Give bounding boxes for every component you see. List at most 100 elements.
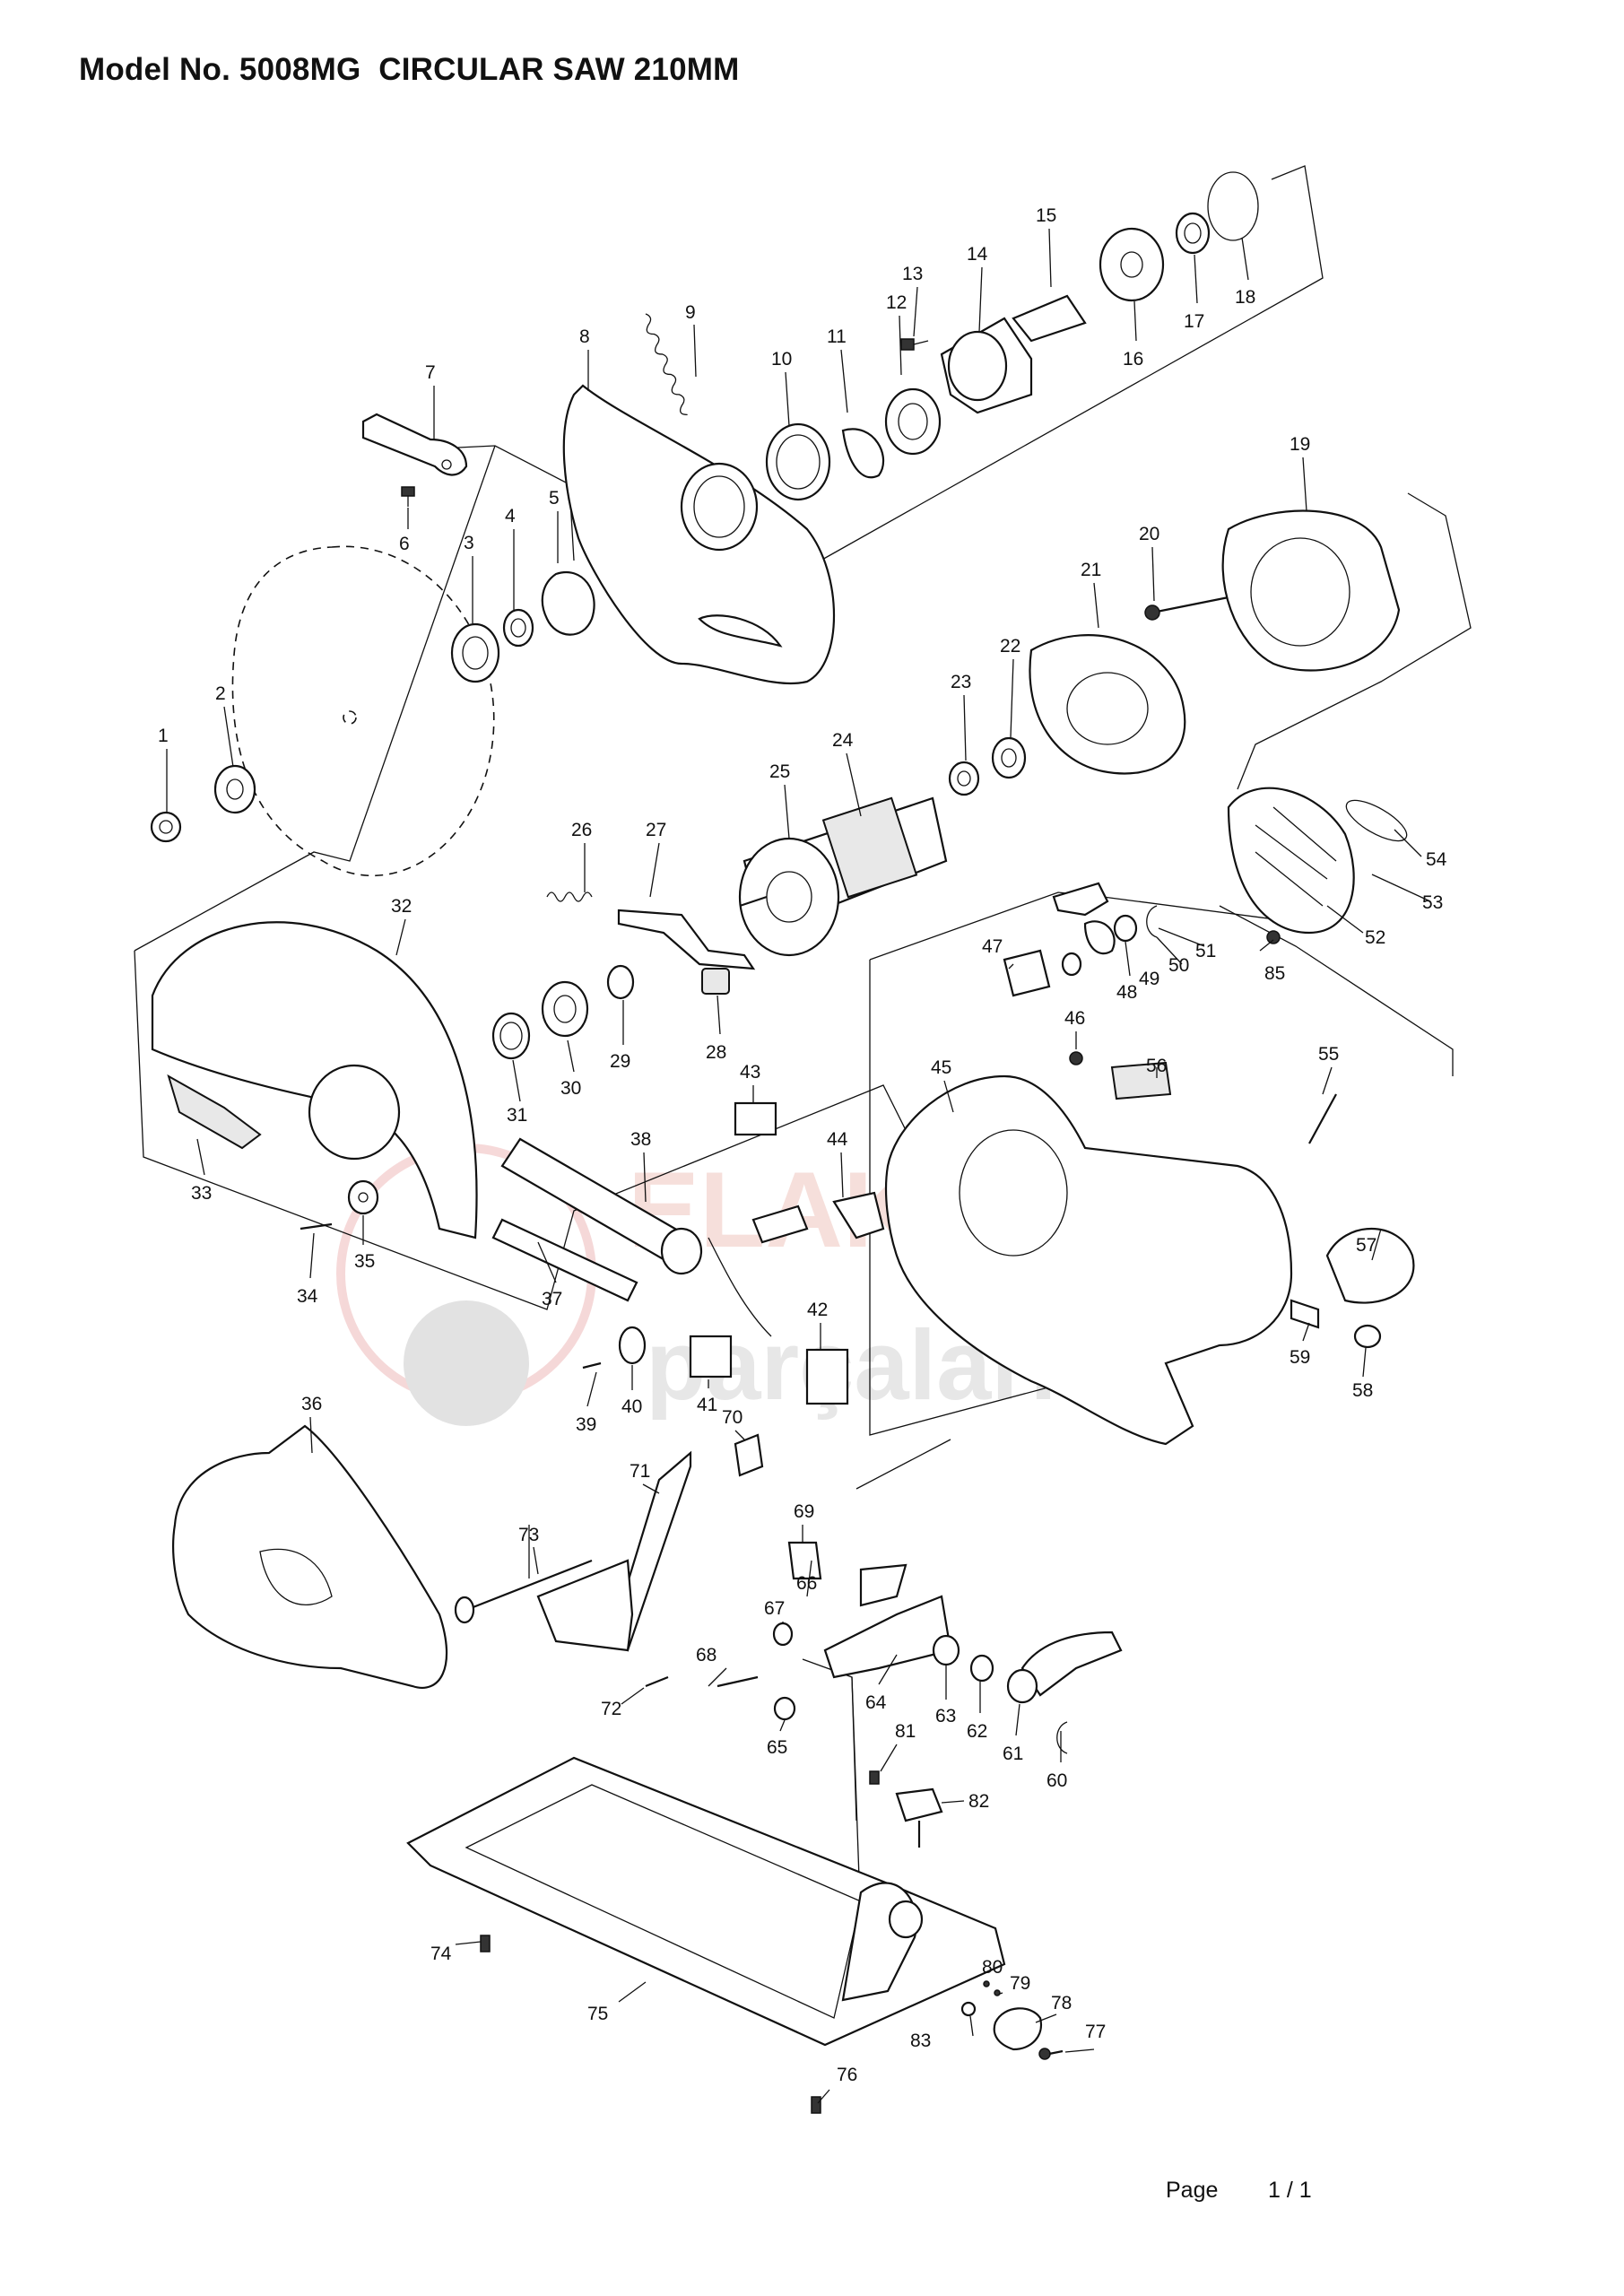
part-label-80: 80: [982, 1957, 1003, 1978]
part-label-23: 23: [951, 672, 971, 692]
part-label-61: 61: [1003, 1744, 1023, 1764]
blade-bolt-and-flange: [150, 764, 256, 843]
part-label-48: 48: [1116, 982, 1137, 1003]
part-label-29: 29: [610, 1051, 630, 1072]
part-label-38: 38: [630, 1129, 651, 1150]
page-number: 1 / 1: [1267, 2178, 1312, 2203]
part-label-69: 69: [794, 1501, 814, 1522]
handle: [172, 1424, 448, 1689]
spindle-bearing-row: [450, 171, 1259, 683]
part-label-58: 58: [1352, 1380, 1373, 1401]
part-label-60: 60: [1046, 1770, 1067, 1791]
part-label-62: 62: [967, 1721, 987, 1742]
depth-lock-parts: [716, 1541, 1123, 1754]
part-label-7: 7: [425, 362, 436, 383]
part-label-82: 82: [968, 1791, 989, 1812]
part-label-35: 35: [354, 1251, 375, 1272]
upper-blade-guard: [562, 384, 835, 685]
part-label-51: 51: [1195, 941, 1216, 961]
part-label-65: 65: [767, 1737, 787, 1758]
part-label-43: 43: [740, 1062, 760, 1083]
part-label-81: 81: [895, 1721, 916, 1742]
part-label-8: 8: [579, 326, 590, 347]
page-label: Page: [1166, 2178, 1219, 2203]
part-label-27: 27: [646, 820, 666, 840]
part-label-25: 25: [769, 761, 790, 782]
part-label-67: 67: [764, 1598, 785, 1619]
saw-blade: [231, 545, 495, 877]
part-label-55: 55: [1318, 1044, 1339, 1065]
part-label-1: 1: [158, 726, 169, 746]
motor-housing-parts: [948, 509, 1401, 796]
part-label-47: 47: [982, 936, 1003, 957]
part-label-37: 37: [542, 1289, 562, 1309]
part-label-28: 28: [706, 1042, 726, 1063]
part-label-11: 11: [827, 326, 847, 347]
part-label-36: 36: [301, 1394, 322, 1414]
part-label-68: 68: [696, 1645, 716, 1665]
armature: [738, 796, 948, 957]
part-label-59: 59: [1290, 1347, 1310, 1368]
motor-housing: [884, 1061, 1415, 1446]
part-label-6: 6: [399, 534, 410, 554]
part-label-21: 21: [1081, 560, 1101, 580]
switch-parts: [1003, 882, 1158, 1065]
part-label-77: 77: [1085, 2022, 1106, 2042]
part-label-18: 18: [1235, 287, 1255, 308]
part-label-54: 54: [1426, 849, 1447, 870]
watermark-gear-icon: [404, 1300, 529, 1426]
leader-lines: [166, 228, 1431, 2104]
part-label-56: 56: [1146, 1056, 1167, 1076]
tension-spring: [645, 313, 688, 416]
part-label-2: 2: [215, 683, 226, 704]
part-label-22: 22: [1000, 636, 1020, 657]
part-label-73: 73: [518, 1525, 539, 1545]
brush-parts: [491, 891, 756, 1060]
part-label-39: 39: [576, 1414, 596, 1435]
part-label-71: 71: [630, 1461, 650, 1482]
part-label-15: 15: [1036, 205, 1056, 226]
part-label-76: 76: [837, 2065, 857, 2085]
electrical-parts: [582, 1101, 885, 1405]
part-label-70: 70: [722, 1407, 743, 1428]
part-label-12: 12: [886, 292, 907, 313]
part-label-30: 30: [560, 1078, 581, 1099]
part-label-44: 44: [827, 1129, 848, 1150]
part-label-53: 53: [1422, 892, 1443, 913]
part-label-85: 85: [1264, 963, 1285, 984]
part-label-57: 57: [1356, 1235, 1376, 1256]
part-label-31: 31: [507, 1105, 527, 1126]
small-screws: [401, 338, 1247, 621]
page-footer: Page 1 / 1: [1166, 2178, 1312, 2204]
part-label-83: 83: [910, 2031, 931, 2051]
part-label-17: 17: [1184, 311, 1204, 332]
pivot-shafts: [300, 1137, 703, 1302]
part-label-78: 78: [1051, 1993, 1072, 2013]
part-label-79: 79: [1010, 1973, 1030, 1994]
base-plate: [406, 1756, 1006, 2114]
part-label-72: 72: [601, 1699, 621, 1719]
part-label-5: 5: [549, 488, 560, 509]
part-label-19: 19: [1290, 434, 1310, 455]
part-label-24: 24: [832, 730, 854, 751]
part-label-34: 34: [297, 1286, 318, 1307]
part-label-26: 26: [571, 820, 592, 840]
part-label-49: 49: [1139, 969, 1159, 989]
part-label-4: 4: [505, 506, 516, 526]
part-label-66: 66: [796, 1573, 817, 1594]
part-label-32: 32: [391, 896, 412, 917]
part-labels: 1 2 3 4 5 6 7 8 9 10 11 12 13 14 15 16 1…: [158, 205, 1447, 2085]
part-label-41: 41: [697, 1395, 717, 1415]
part-label-33: 33: [191, 1183, 212, 1204]
lever: [361, 413, 468, 476]
part-label-10: 10: [771, 349, 792, 370]
part-label-3: 3: [464, 533, 474, 553]
part-label-14: 14: [967, 244, 988, 265]
part-label-64: 64: [865, 1692, 887, 1713]
bevel-bracket: [454, 1433, 764, 1688]
part-label-46: 46: [1064, 1008, 1085, 1029]
lower-blade-guard: [151, 921, 478, 1239]
part-label-63: 63: [935, 1706, 956, 1726]
part-label-50: 50: [1168, 955, 1189, 976]
